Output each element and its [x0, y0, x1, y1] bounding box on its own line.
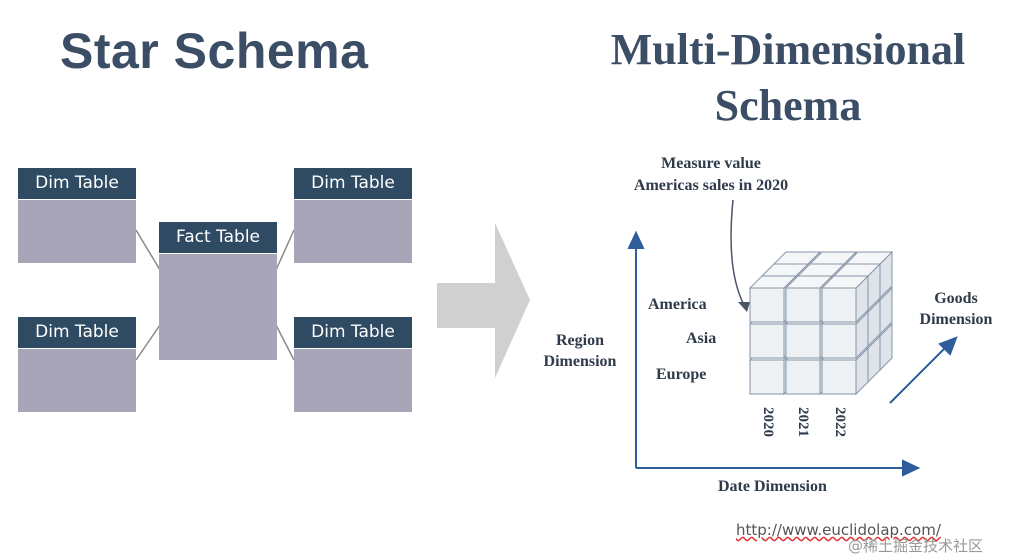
goods-axis-line1: Goods [934, 290, 978, 307]
measure-label-line1: Measure value [661, 155, 761, 172]
region-axis-line1: Region [556, 332, 604, 349]
transition-arrow [437, 223, 530, 378]
cube-cell-face [821, 287, 857, 323]
goods-axis-arrow [889, 336, 958, 404]
fact-table: Fact Table [159, 222, 277, 360]
connector-line [275, 229, 295, 271]
watermark-credit: @稀土掘金技术社区 [848, 537, 984, 555]
dim-table-bottom-right: Dim Table [294, 317, 412, 412]
date-dimension-label: Date Dimension [718, 478, 827, 495]
measure-label-line2: Americas sales in 2020 [633, 177, 789, 194]
dim-table-header: Dim Table [294, 168, 412, 199]
region-label-america: America [648, 296, 707, 313]
fact-table-body [159, 253, 277, 360]
year-label-2022: 2022 [832, 407, 848, 437]
dim-table-top-right: Dim Table [294, 168, 412, 263]
dim-table-body [294, 348, 412, 412]
dim-table-bottom-left: Dim Table [18, 317, 136, 412]
multi-title-line2: Schema [714, 81, 862, 130]
goods-axis-line2: Dimension [919, 311, 993, 328]
cube-cell-face [749, 359, 785, 395]
star-schema-title: Star Schema [60, 23, 369, 79]
measure-label: Measure value Americas sales in 2020 [606, 153, 816, 197]
cube-cell-face [785, 287, 821, 323]
goods-dimension-label: Goods Dimension [906, 288, 1006, 330]
source-url[interactable]: http://www.euclidolap.com/ [736, 521, 941, 539]
dim-table-header: Dim Table [18, 317, 136, 348]
date-axis [636, 459, 921, 477]
cube-cell-face [821, 323, 857, 359]
dim-table-header: Dim Table [18, 168, 136, 199]
dim-table-top-left: Dim Table [18, 168, 136, 263]
cube-cell-face [749, 287, 785, 323]
cube-cell-face [785, 359, 821, 395]
dim-table-body [18, 348, 136, 412]
region-label-asia: Asia [686, 330, 717, 347]
year-label-2021: 2021 [795, 407, 811, 437]
multi-dimensional-schema-title: Multi-Dimensional Schema [588, 22, 988, 134]
dim-table-header: Dim Table [294, 317, 412, 348]
connector-line [135, 324, 161, 361]
measure-pointer [730, 199, 745, 306]
measure-pointer-head [738, 302, 750, 312]
cube-cell-face [785, 323, 821, 359]
connector-line [135, 229, 161, 271]
region-axis-line2: Dimension [543, 353, 617, 370]
multi-title-line1: Multi-Dimensional [610, 25, 966, 74]
region-label-europe: Europe [656, 366, 707, 383]
dim-table-body [294, 199, 412, 263]
region-dimension-label: Region Dimension [530, 330, 630, 372]
connector-line [275, 324, 295, 361]
year-label-2020: 2020 [760, 407, 776, 437]
dim-table-body [18, 199, 136, 263]
data-cube [748, 250, 894, 396]
cube-cell-face [821, 359, 857, 395]
fact-table-header: Fact Table [159, 222, 277, 253]
region-axis [627, 230, 645, 468]
cube-cell-face [749, 323, 785, 359]
